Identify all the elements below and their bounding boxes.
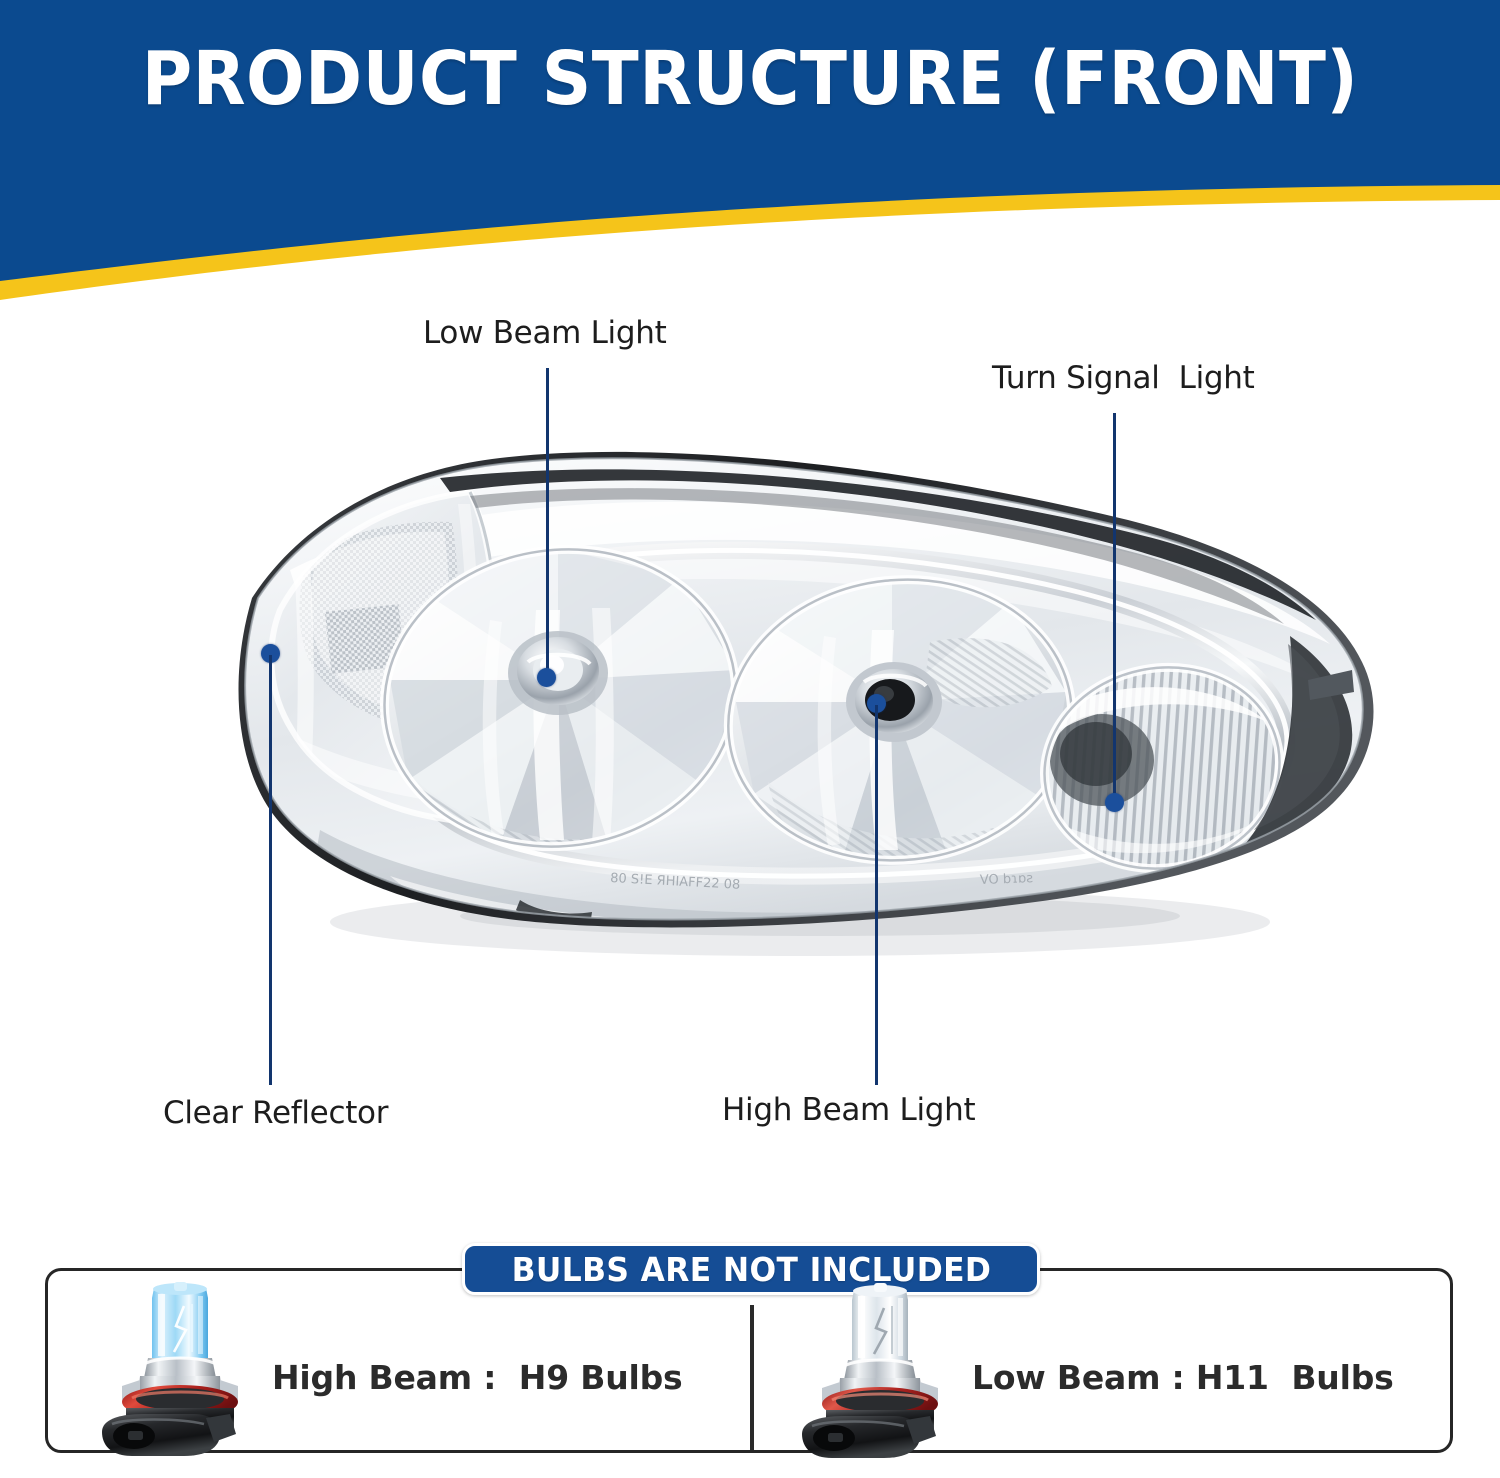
leader-line-low-beam (546, 368, 549, 680)
low-beam-bulb-boss (508, 631, 608, 715)
callout-label-low-beam: Low Beam Light (423, 315, 667, 351)
headlight-assembly-image: 80 S!E ЯHIAFF22 08 VO bɿɒƨ (140, 430, 1400, 990)
callout-label-turn-signal: Turn Signal Light (992, 360, 1255, 396)
low-beam-bulb-caption: Low Beam : H11 Bulbs (972, 1358, 1394, 1397)
svg-text:VO bɿɒƨ: VO bɿɒƨ (980, 871, 1034, 888)
bulbs-panel (45, 1268, 1453, 1453)
halogen-bulb-icon (102, 1282, 238, 1456)
halogen-bulb-icon (802, 1283, 938, 1458)
banner-shape (0, 0, 1500, 300)
high-beam-bulb-caption: High Beam : H9 Bulbs (272, 1358, 683, 1397)
header-banner: PRODUCT STRUCTURE (FRONT) (0, 0, 1500, 300)
leader-line-turn-signal (1113, 413, 1116, 805)
banner-blue-shape (0, 0, 1500, 281)
headlight-svg: 80 S!E ЯHIAFF22 08 VO bɿɒƨ (238, 451, 1374, 956)
leader-dot-clear-reflector (261, 644, 280, 663)
leader-line-clear-reflector (269, 655, 272, 1085)
leader-dot-high-beam (867, 694, 886, 713)
lens-body: 80 S!E ЯHIAFF22 08 VO bɿɒƨ (245, 458, 1363, 920)
page-title: PRODUCT STRUCTURE (FRONT) (141, 36, 1359, 122)
leader-dot-turn-signal (1105, 793, 1124, 812)
high-beam-bulb-image (88, 1282, 248, 1466)
svg-text:80 S!E ЯHIAFF22 08: 80 S!E ЯHIAFF22 08 (610, 871, 741, 893)
bulbs-not-included-label: BULBS ARE NOT INCLUDED (511, 1249, 991, 1289)
bulbs-not-included-badge: BULBS ARE NOT INCLUDED (462, 1243, 1040, 1295)
leader-dot-low-beam (537, 668, 556, 687)
low-beam-bulb-image (788, 1282, 948, 1466)
high-beam-bulb-socket (846, 662, 942, 742)
callout-label-high-beam: High Beam Light (722, 1092, 976, 1128)
leader-line-high-beam (875, 705, 878, 1085)
callout-label-clear-reflector: Clear Reflector (163, 1095, 389, 1131)
bulbs-panel-divider (750, 1305, 754, 1450)
